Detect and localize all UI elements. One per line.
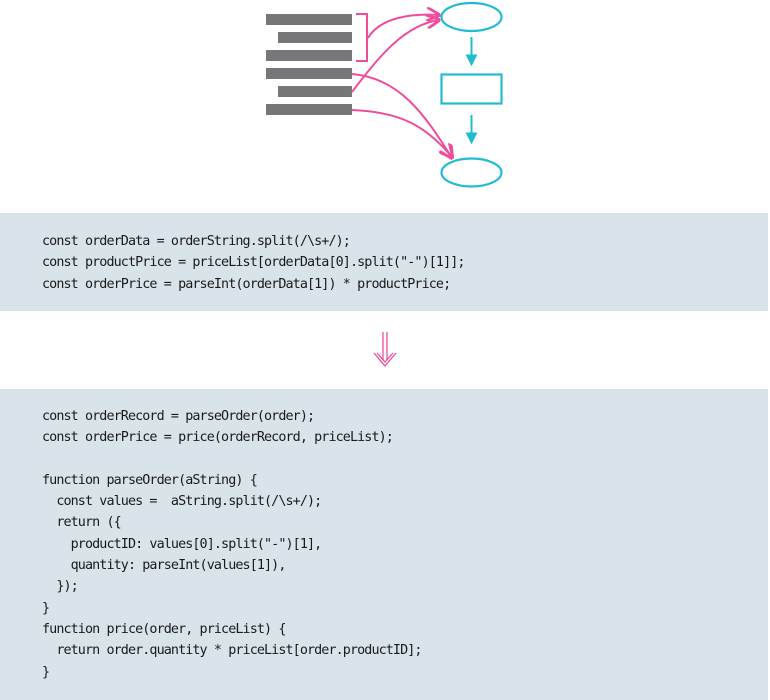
code-line: function parseOrder(aString) { xyxy=(42,472,258,488)
code-bar xyxy=(278,32,352,43)
code-line: }); xyxy=(42,579,78,595)
code-bar xyxy=(266,68,352,79)
mapping-arrow xyxy=(351,73,452,158)
flow-node-calculate xyxy=(440,157,503,188)
code-bar xyxy=(266,104,352,115)
code-line: const orderPrice = parseInt(orderData[1]… xyxy=(42,276,451,292)
code-line: return order.quantity * priceList[order.… xyxy=(42,643,422,659)
mapping-arrow xyxy=(351,20,439,93)
code-bar xyxy=(266,14,352,25)
code-line: productID: values[0].split("-")[1], xyxy=(42,536,323,552)
code-line: function price(order, priceList) { xyxy=(42,621,286,637)
flow-node-parse xyxy=(440,1,503,33)
double-down-arrow-icon xyxy=(373,332,397,368)
refactoring-diagram xyxy=(266,1,503,188)
flow-node-intermediate xyxy=(440,73,503,105)
before-code-block: const orderData = orderString.split(/\s+… xyxy=(0,213,768,311)
code-line: const orderRecord = parseOrder(order); xyxy=(42,409,315,424)
grouping-bracket xyxy=(356,13,368,62)
code-bar xyxy=(266,50,352,61)
code-line: quantity: parseInt(values[1]), xyxy=(42,558,287,574)
code-line: const orderPrice = price(orderRecord, pr… xyxy=(42,430,394,446)
code-line: return ({ xyxy=(42,515,121,531)
code-bar xyxy=(278,86,352,97)
after-code-block: const orderRecord = parseOrder(order); co… xyxy=(0,389,768,700)
code-line: const orderData = orderString.split(/\s+… xyxy=(42,234,351,249)
code-line: } xyxy=(42,664,50,680)
code-line: } xyxy=(42,600,50,616)
code-line: const values = aString.split(/\s+/); xyxy=(42,494,322,510)
code-line: const productPrice = priceList[orderData… xyxy=(42,255,465,271)
code-line xyxy=(42,449,768,470)
mapping-arrow xyxy=(351,109,452,157)
